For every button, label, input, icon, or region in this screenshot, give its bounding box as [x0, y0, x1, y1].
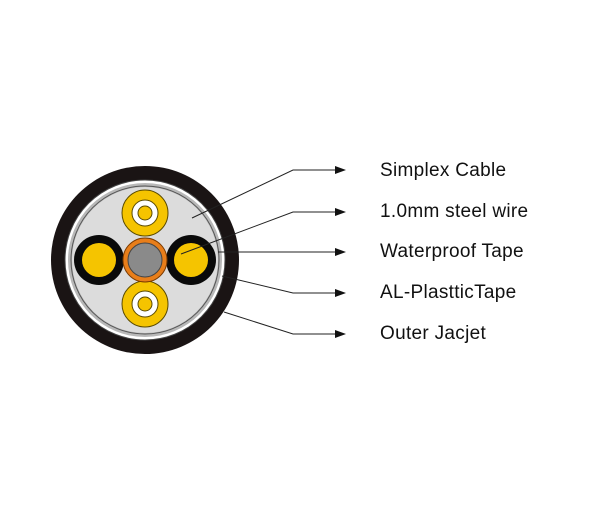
arrow-head-outer-jacket [335, 330, 346, 338]
center-member [122, 237, 168, 283]
leader-line-al-plastic-tape [221, 275, 336, 294]
simplex-cable-top [121, 189, 169, 237]
steel-wire-right [166, 235, 216, 285]
label-outer-jacket: Outer Jacjet [380, 323, 487, 344]
label-steel-wire: 1.0mm steel wire [380, 201, 529, 222]
leader-line-steel-wire [180, 211, 336, 255]
leader-line-outer-jacket [223, 311, 336, 335]
arrow-head-simplex-cable [335, 166, 346, 174]
simplex-cable-bottom [121, 280, 169, 328]
label-waterproof-tape: Waterproof Tape [380, 241, 524, 262]
arrow-head-steel-wire [335, 208, 346, 216]
al-plastic-tape-edge [64, 179, 226, 341]
leader-line-simplex-cable [191, 169, 336, 219]
label-al-plastic-tape: AL-PlastticTape [380, 282, 517, 303]
arrow-head-waterproof-tape [335, 248, 346, 256]
steel-wire-left [74, 235, 124, 285]
waterproof-tape-inner-edge [70, 185, 220, 335]
label-simplex-cable: Simplex Cable [380, 160, 507, 181]
arrow-head-al-plastic-tape [335, 289, 346, 297]
